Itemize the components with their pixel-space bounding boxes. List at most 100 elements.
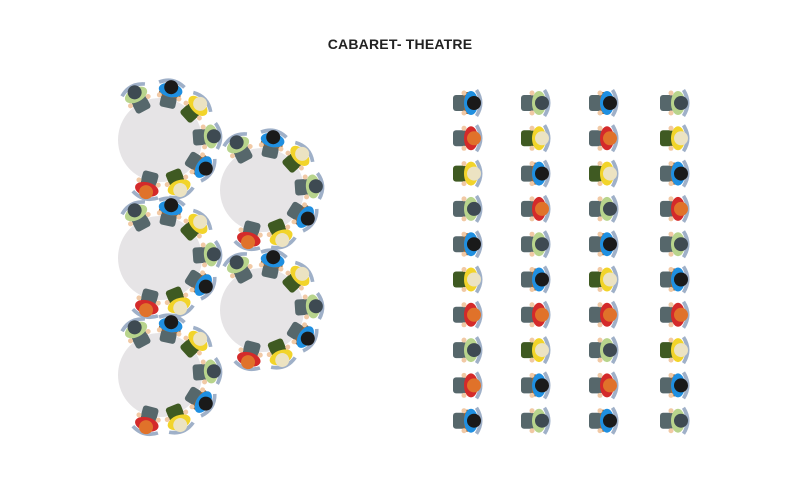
person-yellow <box>266 218 297 250</box>
head <box>295 146 310 161</box>
legs <box>521 236 535 253</box>
chair-icon <box>233 240 261 252</box>
chair-icon <box>168 186 195 200</box>
head <box>603 96 617 110</box>
chair-icon <box>131 425 159 437</box>
legs <box>294 298 310 316</box>
hand <box>304 194 310 200</box>
hand <box>230 273 236 279</box>
legs <box>453 412 467 429</box>
head <box>308 179 323 194</box>
person-blue <box>521 265 551 294</box>
hand <box>597 372 603 378</box>
cabaret-table-group <box>118 78 223 202</box>
theatre-layout <box>453 89 690 435</box>
chair-icon <box>192 325 213 348</box>
hand <box>597 322 603 328</box>
person-yellow <box>282 260 315 293</box>
head <box>295 266 310 281</box>
theatre-row <box>453 159 690 188</box>
hand <box>529 125 535 131</box>
chair-icon <box>233 360 261 372</box>
chair-icon <box>168 304 195 318</box>
chair-icon <box>200 158 217 183</box>
hand <box>668 428 674 434</box>
head <box>603 378 617 393</box>
hand <box>529 216 535 222</box>
legs <box>660 165 674 182</box>
person-green <box>120 200 151 232</box>
round-table <box>220 268 304 352</box>
chair-icon <box>294 260 315 283</box>
head <box>206 364 221 379</box>
person-green <box>453 194 483 223</box>
legs <box>589 236 603 253</box>
person-yellow <box>660 124 690 153</box>
head <box>139 303 154 318</box>
hand <box>155 417 161 423</box>
legs <box>660 236 674 253</box>
theatre-row <box>453 406 690 435</box>
legs <box>660 306 674 323</box>
chair-icon <box>200 276 217 301</box>
head <box>674 378 688 393</box>
hand <box>128 103 134 109</box>
legs <box>521 377 535 394</box>
hand <box>668 251 674 257</box>
chair-icon <box>158 313 186 324</box>
hand <box>145 93 151 99</box>
person-blue <box>453 230 483 259</box>
hand <box>196 233 202 239</box>
chair-icon <box>192 208 213 231</box>
head <box>193 331 208 346</box>
chair-icon <box>302 328 319 353</box>
head <box>198 279 213 294</box>
hand <box>597 196 603 202</box>
head <box>198 161 213 176</box>
hand <box>189 287 195 293</box>
legs <box>192 128 208 146</box>
hand <box>461 181 467 187</box>
hand <box>189 404 195 410</box>
person-blue <box>286 201 319 233</box>
person-blue <box>156 78 186 109</box>
head <box>266 250 281 265</box>
head <box>674 272 688 287</box>
head <box>275 353 290 368</box>
hand <box>136 295 142 301</box>
legs <box>589 306 603 323</box>
person-green <box>521 230 551 259</box>
head <box>535 378 549 393</box>
person-green <box>192 356 223 385</box>
legs <box>660 271 674 288</box>
hand <box>258 142 264 148</box>
legs <box>589 377 603 394</box>
head <box>467 131 481 146</box>
hand <box>298 285 304 291</box>
theatre-row <box>453 336 690 365</box>
hand <box>597 110 603 116</box>
person-blue <box>156 196 186 227</box>
hand <box>461 216 467 222</box>
hand <box>529 337 535 343</box>
hand <box>183 218 189 224</box>
legs <box>453 271 467 288</box>
hand <box>529 267 535 272</box>
head <box>164 80 179 95</box>
hand <box>461 392 467 398</box>
person-yellow <box>266 338 297 370</box>
head <box>127 320 142 335</box>
theatre-row <box>453 124 690 153</box>
hand <box>304 314 310 320</box>
head <box>674 96 688 110</box>
hand <box>291 219 297 225</box>
hand <box>155 300 161 306</box>
person-blue <box>258 128 288 159</box>
person-blue <box>453 89 483 117</box>
legs <box>453 236 467 253</box>
hand <box>291 339 297 345</box>
hand <box>200 242 206 248</box>
head <box>674 307 688 322</box>
hand <box>202 379 208 385</box>
chair-icon <box>260 248 288 259</box>
